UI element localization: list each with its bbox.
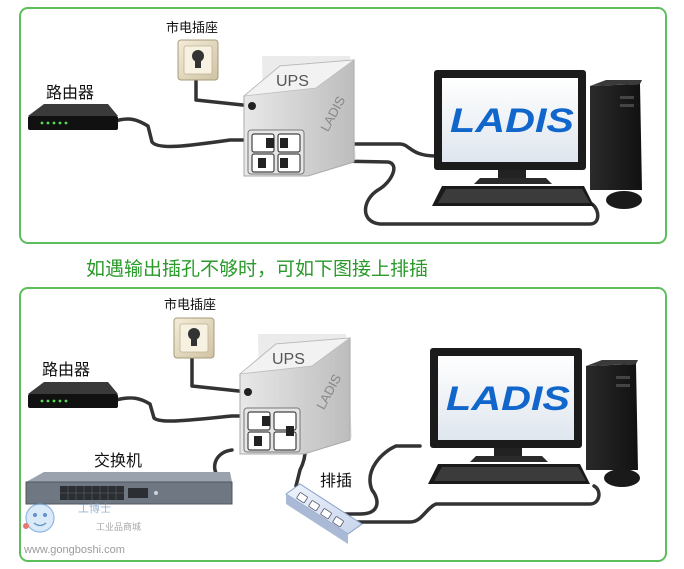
outlet-label: 市电插座 [166, 20, 218, 36]
ups-label: UPS [276, 73, 309, 90]
panel-power-strip-connection: 市电插座 路由器 交换机 [19, 287, 667, 562]
outlet-label: 市电插座 [164, 297, 216, 313]
desktop-computer [428, 348, 640, 487]
ups-unit [238, 334, 352, 455]
watermark-logo-text: 工博士 [78, 502, 111, 515]
wall-outlet [177, 39, 219, 81]
instruction-heading: 如遇输出插孔不够时，可如下图接上排插 [86, 258, 428, 280]
router-label: 路由器 [46, 83, 94, 102]
router-device [28, 104, 118, 130]
ups-label: UPS [272, 351, 305, 368]
wall-outlet [173, 317, 215, 359]
monitor-brand: LADIS [446, 380, 570, 418]
ups-unit [242, 56, 356, 177]
watermark-url: www.gongboshi.com [23, 544, 125, 556]
watermark-sub-text: 工业品商城 [96, 521, 141, 533]
desktop-computer [432, 70, 642, 209]
mascot-logo [23, 503, 55, 533]
monitor-brand: LADIS [450, 102, 574, 140]
power-strip [285, 483, 363, 544]
panel-direct-connection: 市电插座 路由器 UPS LAD [19, 7, 667, 244]
router-device [28, 382, 118, 408]
watermark: 工博士 工业品商城 www.gongboshi.com [23, 502, 141, 556]
router-label: 路由器 [42, 360, 90, 379]
network-switch [25, 472, 233, 505]
power-strip-label: 排插 [320, 471, 352, 490]
switch-label: 交换机 [94, 451, 142, 470]
